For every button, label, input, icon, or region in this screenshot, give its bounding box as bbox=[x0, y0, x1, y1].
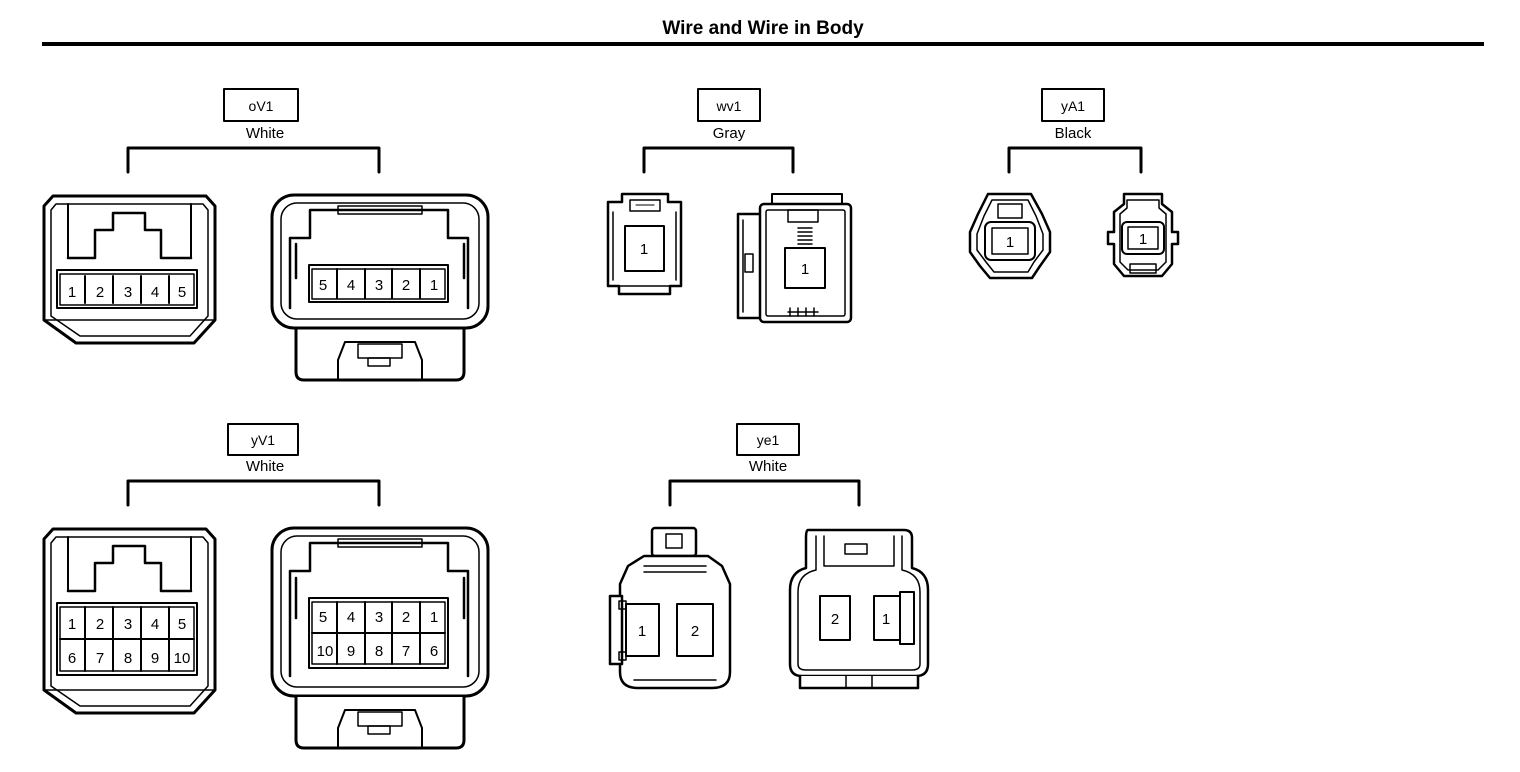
connector-yA1: yA1 Black 1 1 bbox=[968, 88, 1180, 280]
female-connector-yV1 bbox=[42, 527, 217, 715]
pin-label: 3 bbox=[124, 284, 132, 301]
title-rule bbox=[42, 42, 1484, 46]
pin-label: 1 bbox=[882, 611, 890, 628]
connector-code-label: yA1 bbox=[1061, 98, 1085, 114]
pairing-bracket bbox=[1007, 146, 1143, 174]
pin-label: 1 bbox=[638, 623, 646, 640]
pairing-bracket bbox=[126, 479, 381, 507]
male-pins-oV1: 5 4 3 2 1 bbox=[319, 277, 438, 294]
connector-color-label: Gray bbox=[713, 125, 746, 142]
connector-code-box bbox=[223, 88, 299, 122]
pin-label: 4 bbox=[347, 609, 355, 626]
pin-label: 1 bbox=[1006, 234, 1014, 251]
pin-label: 2 bbox=[402, 609, 410, 626]
pin-label: 2 bbox=[691, 623, 699, 640]
pin-label: 2 bbox=[96, 284, 104, 301]
female-connector-wv1 bbox=[606, 192, 683, 296]
male-pins-wv1: 1 bbox=[801, 261, 809, 278]
page-title: Wire and Wire in Body bbox=[662, 18, 864, 39]
pin-label: 8 bbox=[124, 650, 132, 667]
connector-ye1: ye1 White 1 2 bbox=[608, 423, 930, 690]
connector-color-label: Black bbox=[1055, 125, 1092, 142]
female-pins-yA1: 1 bbox=[1006, 234, 1014, 251]
pin-label: 7 bbox=[402, 643, 410, 660]
male-pins-yA1: 1 bbox=[1139, 231, 1147, 248]
connector-color-label: White bbox=[749, 458, 787, 475]
pairing-bracket bbox=[668, 479, 861, 507]
pin-label: 10 bbox=[317, 643, 334, 660]
pin-label: 5 bbox=[178, 284, 186, 301]
pin-label: 4 bbox=[347, 277, 355, 294]
male-connector-yV1 bbox=[270, 526, 490, 750]
pin-label: 1 bbox=[801, 261, 809, 278]
connector-code-label: wv1 bbox=[716, 98, 742, 114]
female-connector-yA1 bbox=[968, 192, 1052, 280]
pin-label: 1 bbox=[430, 609, 438, 626]
pairing-bracket bbox=[642, 146, 795, 174]
pin-label: 6 bbox=[68, 650, 76, 667]
pin-label: 6 bbox=[430, 643, 438, 660]
pin-label: 1 bbox=[640, 241, 648, 258]
pin-label: 1 bbox=[430, 277, 438, 294]
pin-label: 8 bbox=[375, 643, 383, 660]
connector-code-label: yV1 bbox=[251, 432, 275, 448]
female-pins-wv1: 1 bbox=[640, 241, 648, 258]
pin-label: 4 bbox=[151, 616, 159, 633]
male-connector-yA1 bbox=[1106, 192, 1180, 278]
pin-label: 3 bbox=[124, 616, 132, 633]
pin-label: 10 bbox=[174, 650, 191, 667]
pin-label: 5 bbox=[319, 277, 327, 294]
female-pins-ye1: 1 2 bbox=[638, 623, 699, 640]
pin-label: 3 bbox=[375, 277, 383, 294]
pairing-bracket bbox=[126, 146, 381, 174]
pin-label: 9 bbox=[151, 650, 159, 667]
male-connector-oV1 bbox=[270, 193, 490, 382]
connector-oV1: oV1 White 1 2 3 4 5 bbox=[42, 88, 490, 382]
male-pins-ye1: 2 1 bbox=[831, 611, 890, 628]
pin-label: 2 bbox=[402, 277, 410, 294]
connector-color-label: White bbox=[246, 458, 284, 475]
pin-label: 5 bbox=[178, 616, 186, 633]
male-connector-wv1 bbox=[736, 193, 853, 324]
female-pins-oV1: 1 2 3 4 5 bbox=[68, 284, 186, 301]
pin-label: 9 bbox=[347, 643, 355, 660]
pin-label: 1 bbox=[68, 284, 76, 301]
connector-code-label: ye1 bbox=[757, 432, 780, 448]
pin-label: 1 bbox=[68, 616, 76, 633]
connector-wv1: wv1 Gray 1 1 bbox=[606, 88, 853, 324]
male-connector-ye1 bbox=[788, 528, 930, 690]
female-connector-oV1 bbox=[42, 194, 217, 345]
connector-yV1: yV1 White 1 2 3 4 5 6 7 8 9 10 bbox=[42, 423, 490, 750]
pin-label: 5 bbox=[319, 609, 327, 626]
pin-label: 3 bbox=[375, 609, 383, 626]
pin-label: 7 bbox=[96, 650, 104, 667]
male-pins-yV1: 5 4 3 2 1 10 9 8 7 6 bbox=[317, 609, 439, 660]
pin-label: 2 bbox=[831, 611, 839, 628]
connector-code-label: oV1 bbox=[249, 98, 274, 114]
pin-label: 4 bbox=[151, 284, 159, 301]
connector-color-label: White bbox=[246, 125, 284, 142]
female-connector-ye1 bbox=[608, 526, 732, 690]
female-pins-yV1: 1 2 3 4 5 6 7 8 9 10 bbox=[68, 616, 191, 667]
pin-label: 1 bbox=[1139, 231, 1147, 248]
pin-label: 2 bbox=[96, 616, 104, 633]
